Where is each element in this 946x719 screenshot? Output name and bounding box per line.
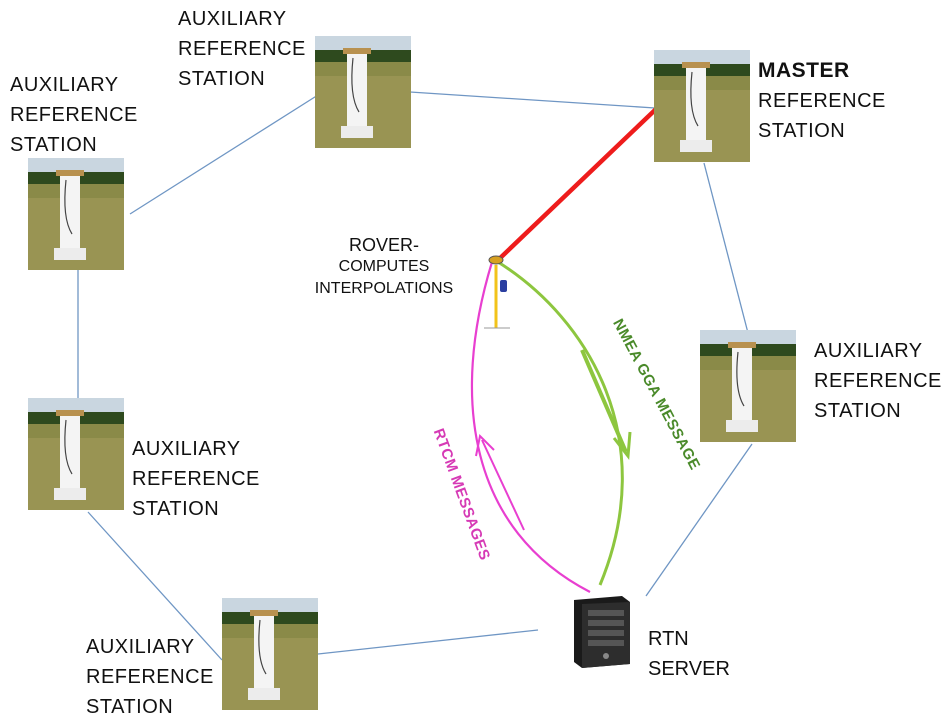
link-topleft-lefttop <box>129 94 319 215</box>
server-icon <box>574 596 630 668</box>
label-line: REFERENCE <box>758 90 886 112</box>
station-photo-right <box>700 330 796 442</box>
label-line: AUXILIARY <box>178 8 287 30</box>
station-label-master: MASTER REFERENCE STATION <box>758 56 886 146</box>
master-title: MASTER <box>758 59 850 82</box>
station-label-bottom: AUXILIARY REFERENCE STATION <box>86 632 214 719</box>
label-line: STATION <box>758 120 846 142</box>
label-line: AUXILIARY <box>814 340 923 362</box>
link-master-right <box>703 162 749 334</box>
station-photo-left-mid <box>28 398 124 510</box>
label-line: REFERENCE <box>86 666 214 688</box>
label-line: AUXILIARY <box>132 438 241 460</box>
rtcm-arrowhead <box>475 433 495 457</box>
station-label-left-top: AUXILIARY REFERENCE STATION <box>10 70 138 160</box>
station-label-left-mid: AUXILIARY REFERENCE STATION <box>132 434 260 524</box>
label-line: REFERENCE <box>10 104 138 126</box>
label-line: AUXILIARY <box>10 74 119 96</box>
station-photo-top-left <box>315 36 411 148</box>
label-line: STATION <box>10 134 98 156</box>
link-server-right <box>645 443 753 597</box>
rover-title: ROVER- <box>348 235 419 255</box>
server-line: RTN <box>648 628 689 650</box>
rtcm-arrow <box>481 439 525 531</box>
station-photo-bottom <box>222 598 318 710</box>
nmea-arrow <box>580 349 628 453</box>
station-label-right: AUXILIARY REFERENCE STATION <box>814 336 942 426</box>
label-line: REFERENCE <box>132 468 260 490</box>
rover-line: INTERPOLATIONS <box>314 280 454 297</box>
rover-label: ROVER- COMPUTES INTERPOLATIONS <box>300 234 468 300</box>
label-line: REFERENCE <box>178 38 306 60</box>
station-photo-master <box>654 50 750 162</box>
label-line: STATION <box>132 498 220 520</box>
rtn-server <box>570 592 632 670</box>
label-line: REFERENCE <box>814 370 942 392</box>
station-label-top-left: AUXILIARY REFERENCE STATION <box>178 4 306 94</box>
rtcm-arc <box>470 261 591 593</box>
nmea-arrowhead <box>612 431 632 460</box>
rover-line: COMPUTES <box>338 258 430 275</box>
label-line: STATION <box>178 68 266 90</box>
label-line: STATION <box>86 696 174 718</box>
server-line: SERVER <box>648 658 730 680</box>
link-leftmid-bottom <box>87 511 223 661</box>
station-photo-left-top <box>28 158 124 270</box>
nmea-arc <box>497 260 624 586</box>
link-topleft-master <box>409 91 656 109</box>
link-bottom-server <box>317 629 539 655</box>
label-line: STATION <box>814 400 902 422</box>
server-label: RTN SERVER <box>648 624 730 684</box>
label-line: AUXILIARY <box>86 636 195 658</box>
rover-antenna <box>484 255 510 329</box>
